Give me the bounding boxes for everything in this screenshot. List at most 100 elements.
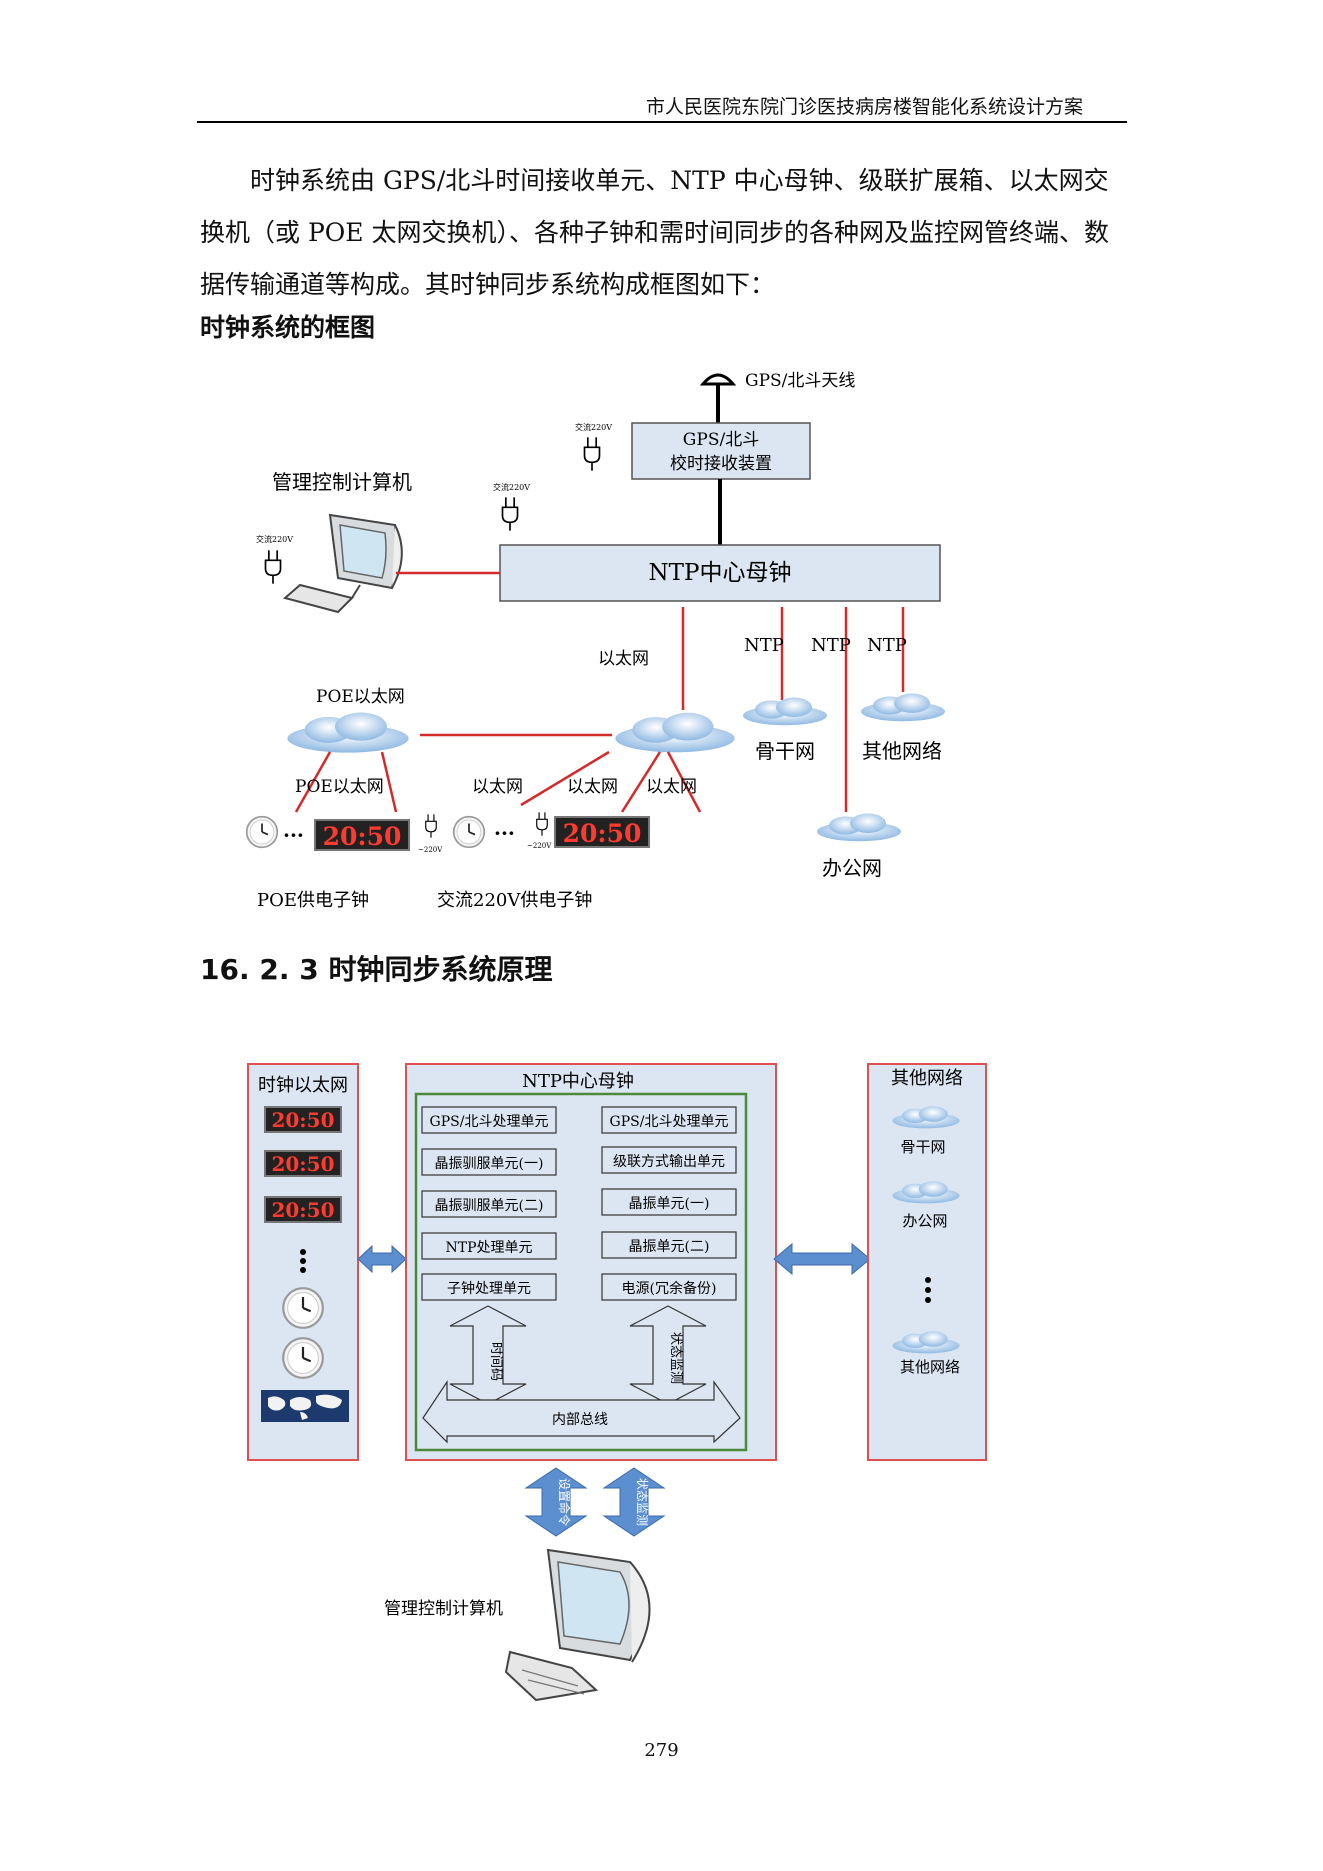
computer-icon bbox=[504, 1548, 651, 1702]
small-220v-2: ~220V bbox=[527, 842, 552, 850]
digital-clock-text-3: 20:50 bbox=[271, 1108, 334, 1132]
right-panel-title: 其他网络 bbox=[891, 1068, 963, 1089]
world-map-icon bbox=[261, 1390, 349, 1422]
digital-clock-display bbox=[554, 816, 650, 848]
poe-clock-label: POE供电子钟 bbox=[257, 890, 369, 911]
intro-text: 时钟系统由 GPS/北斗时间接收单元、NTP 中心母钟、级联扩展箱、以太网交换机… bbox=[200, 166, 1109, 299]
receiver-line2: 校时接收装置 bbox=[670, 454, 772, 474]
unit-box bbox=[421, 1273, 557, 1301]
ellipsis-2: ··· bbox=[494, 821, 515, 845]
digital-clock-text-5: 20:50 bbox=[271, 1198, 334, 1222]
computer-label-2: 管理控制计算机 bbox=[384, 1599, 503, 1619]
poe-ethernet-label-top: POE以太网 bbox=[316, 687, 405, 707]
unit-box bbox=[601, 1146, 737, 1174]
internal-bus-arrow bbox=[422, 1380, 741, 1444]
ac-label-1: 交流220V bbox=[575, 422, 612, 432]
cloud-icon bbox=[743, 697, 827, 726]
unit-box bbox=[421, 1106, 557, 1134]
digital-clock-text-1: 20:50 bbox=[323, 822, 402, 851]
unit-box bbox=[601, 1106, 737, 1134]
right-unit-2: 晶振单元(一) bbox=[629, 1196, 710, 1212]
header-title: 市人民医院东院门诊医技病房楼智能化系统设计方案 bbox=[645, 96, 1083, 118]
unit-box bbox=[421, 1148, 557, 1176]
ntp-label-1: NTP bbox=[744, 635, 784, 656]
left-unit-1: 晶振驯服单元(一) bbox=[435, 1156, 544, 1172]
left-unit-0: GPS/北斗处理单元 bbox=[430, 1114, 549, 1130]
ntp-label-3: NTP bbox=[867, 635, 907, 656]
left-unit-column: GPS/北斗处理单元 晶振驯服单元(一) 晶振驯服单元(二) NTP处理单元 子… bbox=[421, 1106, 557, 1301]
ellipsis-1: ··· bbox=[283, 823, 304, 847]
left-panel-title: 时钟以太网 bbox=[258, 1075, 348, 1096]
plug-icon bbox=[536, 812, 548, 836]
analog-clock-icon bbox=[245, 815, 279, 849]
receiver-line1: GPS/北斗 bbox=[683, 430, 759, 450]
computer-icon bbox=[282, 513, 403, 614]
digital-clock-display bbox=[264, 1196, 342, 1223]
small-220v-1: ~220V bbox=[418, 846, 443, 854]
digital-clock-display bbox=[264, 1106, 342, 1133]
left-unit-3: NTP处理单元 bbox=[445, 1240, 532, 1256]
ethernet-label-2: 以太网 bbox=[567, 777, 618, 797]
status-label-inner: 状态监测 bbox=[668, 1332, 683, 1384]
backbone-label-2: 骨干网 bbox=[900, 1138, 945, 1156]
section-title: 16. 2. 3 时钟同步系统原理 bbox=[200, 953, 553, 986]
unit-box bbox=[421, 1232, 557, 1260]
unit-box bbox=[601, 1188, 737, 1216]
other-net-label-2: 其他网络 bbox=[900, 1358, 960, 1376]
analog-clock-icon bbox=[452, 815, 486, 849]
page-number: 279 bbox=[644, 1740, 679, 1761]
plug-icon bbox=[583, 437, 601, 471]
ntp-label-2: NTP bbox=[811, 635, 851, 656]
status-label-outer: 状态监测 bbox=[635, 1478, 649, 1526]
bus-label: 内部总线 bbox=[552, 1412, 608, 1428]
ethernet-label-3: 以太网 bbox=[646, 777, 697, 797]
other-networks-panel bbox=[867, 1063, 987, 1461]
set-command-arrow bbox=[524, 1467, 588, 1537]
right-double-arrow bbox=[773, 1242, 871, 1276]
right-unit-4: 电源(冗余备份) bbox=[622, 1280, 717, 1297]
status-arrow-outer bbox=[602, 1467, 666, 1537]
ethernet-label-top: 以太网 bbox=[598, 649, 649, 669]
ntp-master-clock-box bbox=[499, 544, 941, 602]
ac-label-2: 交流220V bbox=[493, 482, 530, 492]
figure1-caption: 时钟系统的框图 bbox=[200, 313, 376, 342]
center-title: NTP中心母钟 bbox=[522, 1071, 634, 1092]
unit-box bbox=[601, 1231, 737, 1259]
digital-clock-display bbox=[314, 819, 410, 851]
analog-clock-icon bbox=[282, 1337, 324, 1379]
ac-clock-label: 交流220V供电子钟 bbox=[437, 890, 592, 911]
digital-clock-text-4: 20:50 bbox=[271, 1152, 334, 1176]
cloud-icon bbox=[287, 712, 409, 753]
ac-label-3: 交流220V bbox=[256, 534, 293, 544]
left-unit-2: 晶振驯服单元(二) bbox=[435, 1198, 544, 1214]
plug-icon bbox=[425, 814, 437, 838]
unit-box bbox=[421, 1190, 557, 1218]
right-unit-1: 级联方式输出单元 bbox=[613, 1154, 725, 1170]
master-clock-label: NTP中心母钟 bbox=[649, 560, 792, 586]
backbone-label-1: 骨干网 bbox=[755, 739, 815, 763]
right-unit-3: 晶振单元(二) bbox=[629, 1239, 710, 1255]
header-rule bbox=[197, 121, 1127, 123]
right-unit-column: GPS/北斗处理单元 级联方式输出单元 晶振单元(一) 晶振单元(二) 电源(冗… bbox=[601, 1106, 737, 1301]
ethernet-label-1: 以太网 bbox=[472, 777, 523, 797]
gps-receiver-box bbox=[631, 422, 811, 480]
office-label-2: 办公网 bbox=[902, 1212, 947, 1230]
digital-clock-text-2: 20:50 bbox=[563, 819, 642, 848]
intro-paragraph: 时钟系统由 GPS/北斗时间接收单元、NTP 中心母钟、级联扩展箱、以太网交换机… bbox=[200, 155, 1132, 311]
left-double-arrow bbox=[357, 1244, 407, 1274]
computer-label-1: 管理控制计算机 bbox=[272, 470, 412, 494]
analog-clock-icon bbox=[282, 1287, 324, 1329]
antenna-label: GPS/北斗天线 bbox=[745, 371, 855, 391]
office-label-1: 办公网 bbox=[822, 856, 882, 880]
plug-icon bbox=[501, 497, 519, 531]
set-cmd-label: 设置命令 bbox=[557, 1478, 572, 1526]
plug-icon bbox=[264, 550, 282, 584]
poe-ethernet-label-bottom: POE以太网 bbox=[295, 777, 384, 797]
timecode-label: 时间码 bbox=[488, 1342, 503, 1381]
cloud-icon bbox=[615, 712, 735, 753]
right-unit-0: GPS/北斗处理单元 bbox=[610, 1114, 729, 1130]
cloud-icon bbox=[861, 693, 945, 722]
left-unit-4: 子钟处理单元 bbox=[447, 1280, 531, 1297]
unit-box bbox=[601, 1273, 737, 1301]
